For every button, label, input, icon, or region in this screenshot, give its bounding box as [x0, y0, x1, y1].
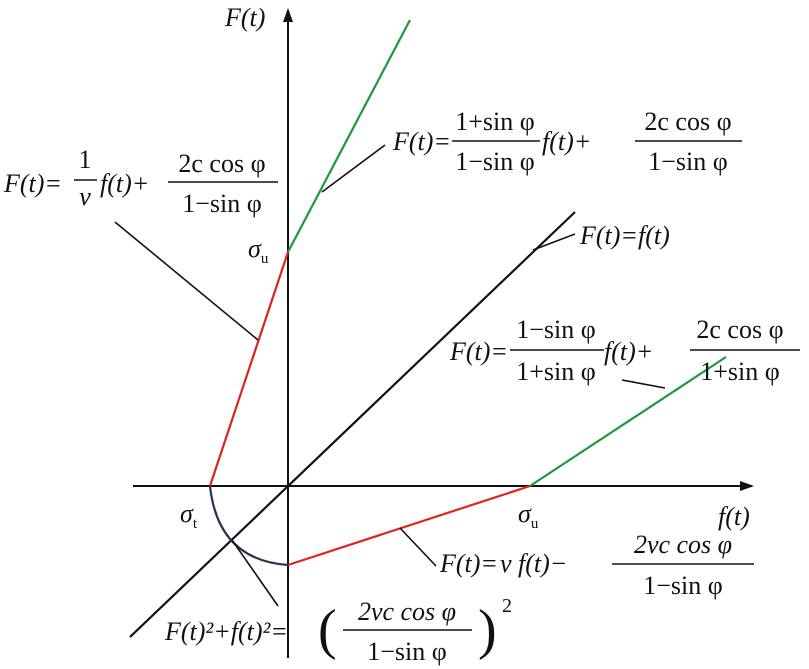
svg-text:2c cos φ: 2c cos φ — [644, 107, 731, 136]
green-upper-line — [287, 19, 411, 253]
svg-text:F(t)=: F(t)= — [449, 337, 508, 366]
leader-circle — [231, 539, 279, 607]
svg-text:1: 1 — [79, 145, 92, 174]
svg-text:1−sin φ: 1−sin φ — [516, 315, 596, 344]
svg-text:v: v — [79, 182, 91, 211]
svg-text:v f(t)−: v f(t)− — [500, 549, 567, 578]
svg-text:f(t)+: f(t)+ — [542, 127, 591, 156]
paren-right: ) — [478, 599, 497, 661]
svg-text:F(t)=: F(t)= — [3, 169, 62, 198]
y-axis-label: F(t) — [224, 3, 265, 32]
svg-text:1−sin φ: 1−sin φ — [182, 189, 262, 218]
sigma-t-label: σt — [180, 499, 198, 532]
sigma-u-x-label: σu — [518, 499, 539, 532]
svg-text:f(t)+: f(t)+ — [604, 337, 653, 366]
svg-text:F(t)=: F(t)= — [392, 127, 451, 156]
leader-red-lower — [399, 527, 437, 567]
svg-text:F(t)²+f(t)²=: F(t)²+f(t)²= — [164, 617, 288, 646]
svg-text:1−sin φ: 1−sin φ — [367, 637, 447, 666]
svg-text:f(t)+: f(t)+ — [100, 169, 149, 198]
equation-green-lower: F(t)= 1−sin φ 1+sin φ f(t)+ 2c cos φ 1+s… — [449, 315, 800, 386]
leader-identity — [532, 233, 576, 251]
svg-text:1−sin φ: 1−sin φ — [455, 147, 535, 176]
svg-text:1+sin φ: 1+sin φ — [516, 357, 596, 386]
svg-text:1+sin φ: 1+sin φ — [700, 357, 780, 386]
paren-left: ( — [318, 599, 337, 661]
leader-green-upper — [321, 144, 386, 193]
svg-text:1−sin φ: 1−sin φ — [648, 147, 728, 176]
x-axis-label: f(t) — [718, 502, 750, 531]
sigma-u-y-label: σu — [248, 234, 269, 267]
equation-circle: F(t)²+f(t)²= ( 2vc cos φ 1−sin φ ) 2 — [164, 595, 512, 666]
svg-text:2c cos φ: 2c cos φ — [178, 149, 265, 178]
svg-text:2: 2 — [502, 595, 512, 617]
red-upper-line — [208, 251, 290, 487]
red-lower-line — [287, 484, 531, 567]
svg-text:1−sin φ: 1−sin φ — [643, 571, 723, 600]
leader-green-lower — [621, 379, 666, 389]
leader-red-upper — [114, 221, 259, 341]
svg-text:2vc cos φ: 2vc cos φ — [358, 597, 456, 626]
equation-identity: F(t)=f(t) — [579, 221, 670, 250]
svg-text:2c cos φ: 2c cos φ — [696, 315, 783, 344]
green-lower-line — [529, 356, 727, 487]
identity-line — [129, 211, 576, 638]
equation-green-upper: F(t)= 1+sin φ 1−sin φ f(t)+ 2c cos φ 1−s… — [392, 107, 742, 176]
svg-text:1+sin φ: 1+sin φ — [455, 107, 535, 136]
equation-red-upper: F(t)= 1 v f(t)+ 2c cos φ 1−sin φ — [3, 145, 278, 218]
svg-text:2vc cos φ: 2vc cos φ — [634, 530, 732, 559]
equation-red-lower: F(t)= v f(t)− 2vc cos φ 1−sin φ — [439, 530, 754, 600]
svg-text:F(t)=: F(t)= — [439, 549, 498, 578]
